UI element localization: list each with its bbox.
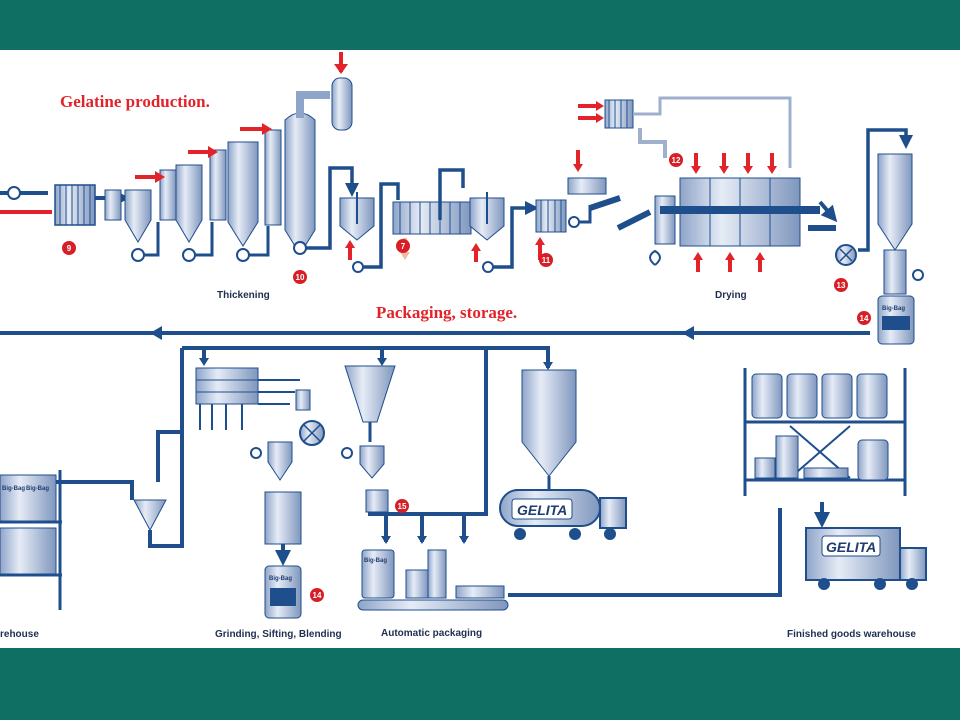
truck-icon: GELITA xyxy=(499,489,627,540)
step-badges: 7 9 10 11 12 13 14 14 15 xyxy=(62,153,871,602)
heat-exchanger-icon xyxy=(54,184,96,226)
label-drying: Drying xyxy=(715,290,747,301)
badge-12: 12 xyxy=(672,156,681,165)
badge-14-lower: 14 xyxy=(313,591,322,600)
lower-process: Big-Bag Big-Bag GELITA Big-Bag B xyxy=(0,346,927,619)
badge-14-upper: 14 xyxy=(860,314,869,323)
badge-9: 9 xyxy=(67,244,72,253)
tanker-brand: GELITA xyxy=(517,502,567,518)
truck-brand: GELITA xyxy=(826,539,876,555)
label-automatic-packaging: Automatic packaging xyxy=(381,628,482,639)
process-diagram: Big-Bag Big-Bag xyxy=(0,52,927,640)
svg-text:Big-Bag: Big-Bag xyxy=(2,486,25,492)
silo-icon: Big-Bag xyxy=(877,153,924,345)
warehouse-rack-left: Big-Bag Big-Bag xyxy=(0,432,184,610)
diagram-panel: Big-Bag Big-Bag xyxy=(0,50,960,648)
page-title: Gelatine production. xyxy=(60,92,210,111)
finished-goods-warehouse: GELITA xyxy=(743,368,927,590)
bottom-band xyxy=(0,648,960,720)
mixing-tanks xyxy=(339,168,592,273)
badge-15: 15 xyxy=(398,502,407,511)
badge-13: 13 xyxy=(837,281,846,290)
label-finished-goods: Finished goods warehouse xyxy=(787,629,916,640)
svg-text:Big-Bag: Big-Bag xyxy=(269,576,292,582)
badge-11: 11 xyxy=(542,256,551,265)
dryer xyxy=(567,96,913,272)
svg-text:Big-Bag: Big-Bag xyxy=(26,486,49,492)
svg-text:Big-Bag: Big-Bag xyxy=(882,306,905,312)
top-band xyxy=(0,0,960,50)
evaporator-train xyxy=(104,52,359,262)
label-warehouse: rehouse xyxy=(0,629,39,640)
badge-7: 7 xyxy=(401,242,406,251)
svg-text:Big-Bag: Big-Bag xyxy=(364,558,387,564)
packaging-title: Packaging, storage. xyxy=(376,303,517,322)
label-grinding: Grinding, Sifting, Blending xyxy=(215,629,342,640)
badge-10: 10 xyxy=(296,273,305,282)
upper-process: Big-Bag xyxy=(0,52,924,345)
label-thickening: Thickening xyxy=(217,290,270,301)
pump-icon xyxy=(7,186,21,200)
